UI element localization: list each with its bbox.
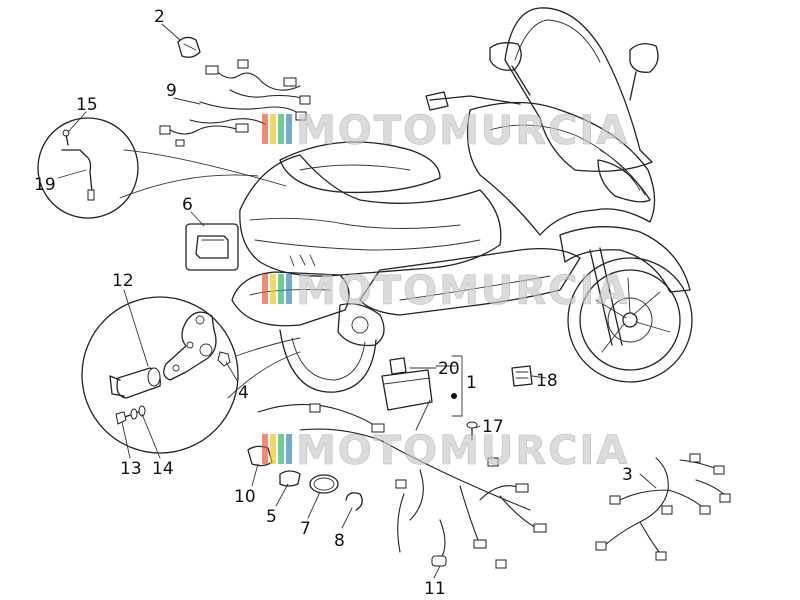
callout-labels: 2 9 15 19 6 12 4 13 14 20 1 18 17 3 10 5… xyxy=(34,7,633,599)
leader-lines xyxy=(57,23,657,579)
callout-14: 14 xyxy=(152,459,174,479)
watermark-text: MOTOMURCIA xyxy=(296,108,629,154)
watermark-top: MOTOMURCIA xyxy=(262,108,629,154)
scooter-illustration xyxy=(231,7,693,393)
watermark-text: MOTOMURCIA xyxy=(296,428,629,474)
watermark-group: MOTOMURCIA MOTOMURCIA MOTOMURCIA xyxy=(262,108,629,474)
part-9-wiring-harness xyxy=(159,59,311,147)
part-1-control-unit xyxy=(381,355,463,431)
callout-18: 18 xyxy=(536,371,558,391)
callout-13: 13 xyxy=(120,459,142,479)
part-2-cable-clip xyxy=(177,36,201,58)
callout-1: 1 xyxy=(466,373,477,393)
part-10-switch xyxy=(247,445,273,467)
callout-19: 19 xyxy=(34,175,56,195)
callout-20: 20 xyxy=(438,359,460,379)
part-5-cap xyxy=(279,470,301,487)
part-17-screw xyxy=(466,421,478,441)
watermark-middle: MOTOMURCIA xyxy=(262,268,629,314)
callout-9: 9 xyxy=(166,81,177,101)
callout-6: 6 xyxy=(182,195,193,215)
part-3-harness xyxy=(595,453,731,561)
part-18-connector xyxy=(511,365,533,387)
detail-circle-bottom xyxy=(81,296,301,454)
watermark-text: MOTOMURCIA xyxy=(296,268,629,314)
part-8-clamp xyxy=(345,492,363,511)
callout-3: 3 xyxy=(622,465,633,485)
callout-17: 17 xyxy=(482,417,504,437)
detail-circle-top xyxy=(37,117,287,219)
callout-7: 7 xyxy=(300,519,311,539)
watermark-bottom: MOTOMURCIA xyxy=(262,428,629,474)
callout-11: 11 xyxy=(424,579,446,599)
part-6-relay xyxy=(185,223,239,271)
callout-10: 10 xyxy=(234,487,256,507)
callout-4: 4 xyxy=(238,383,249,403)
part-7-ring xyxy=(309,474,339,494)
callout-2: 2 xyxy=(154,7,165,27)
callout-5: 5 xyxy=(266,507,277,527)
callout-12: 12 xyxy=(112,271,134,291)
callout-15: 15 xyxy=(76,95,98,115)
callout-8: 8 xyxy=(334,531,345,551)
part-11-main-harness xyxy=(257,403,547,569)
